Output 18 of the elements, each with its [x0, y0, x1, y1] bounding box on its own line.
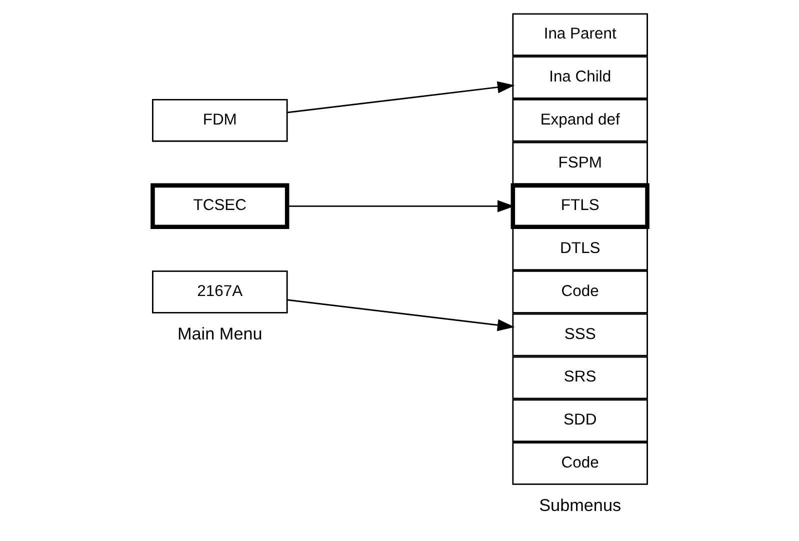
node-box: FTLS [510, 183, 649, 230]
node-box: 2167A [152, 270, 288, 314]
node-box: FDM [152, 98, 288, 142]
node-box: TCSEC [150, 183, 289, 230]
node-box: Ina Parent [512, 13, 648, 56]
label: Submenus [538, 494, 621, 515]
node-box: Code [512, 270, 648, 314]
node-box: DTLS [512, 228, 648, 270]
node-box: Expand def [512, 98, 648, 142]
arrow [286, 81, 514, 114]
node-box: Ina Child [512, 56, 648, 99]
node-box: SDD [512, 399, 648, 442]
node-box: SSS [512, 313, 648, 356]
arrow [286, 299, 514, 332]
node-box: Code [512, 442, 648, 485]
node-box: SRS [512, 356, 648, 400]
node-box: FSPM [512, 142, 648, 185]
label: Main Menu [177, 323, 262, 344]
